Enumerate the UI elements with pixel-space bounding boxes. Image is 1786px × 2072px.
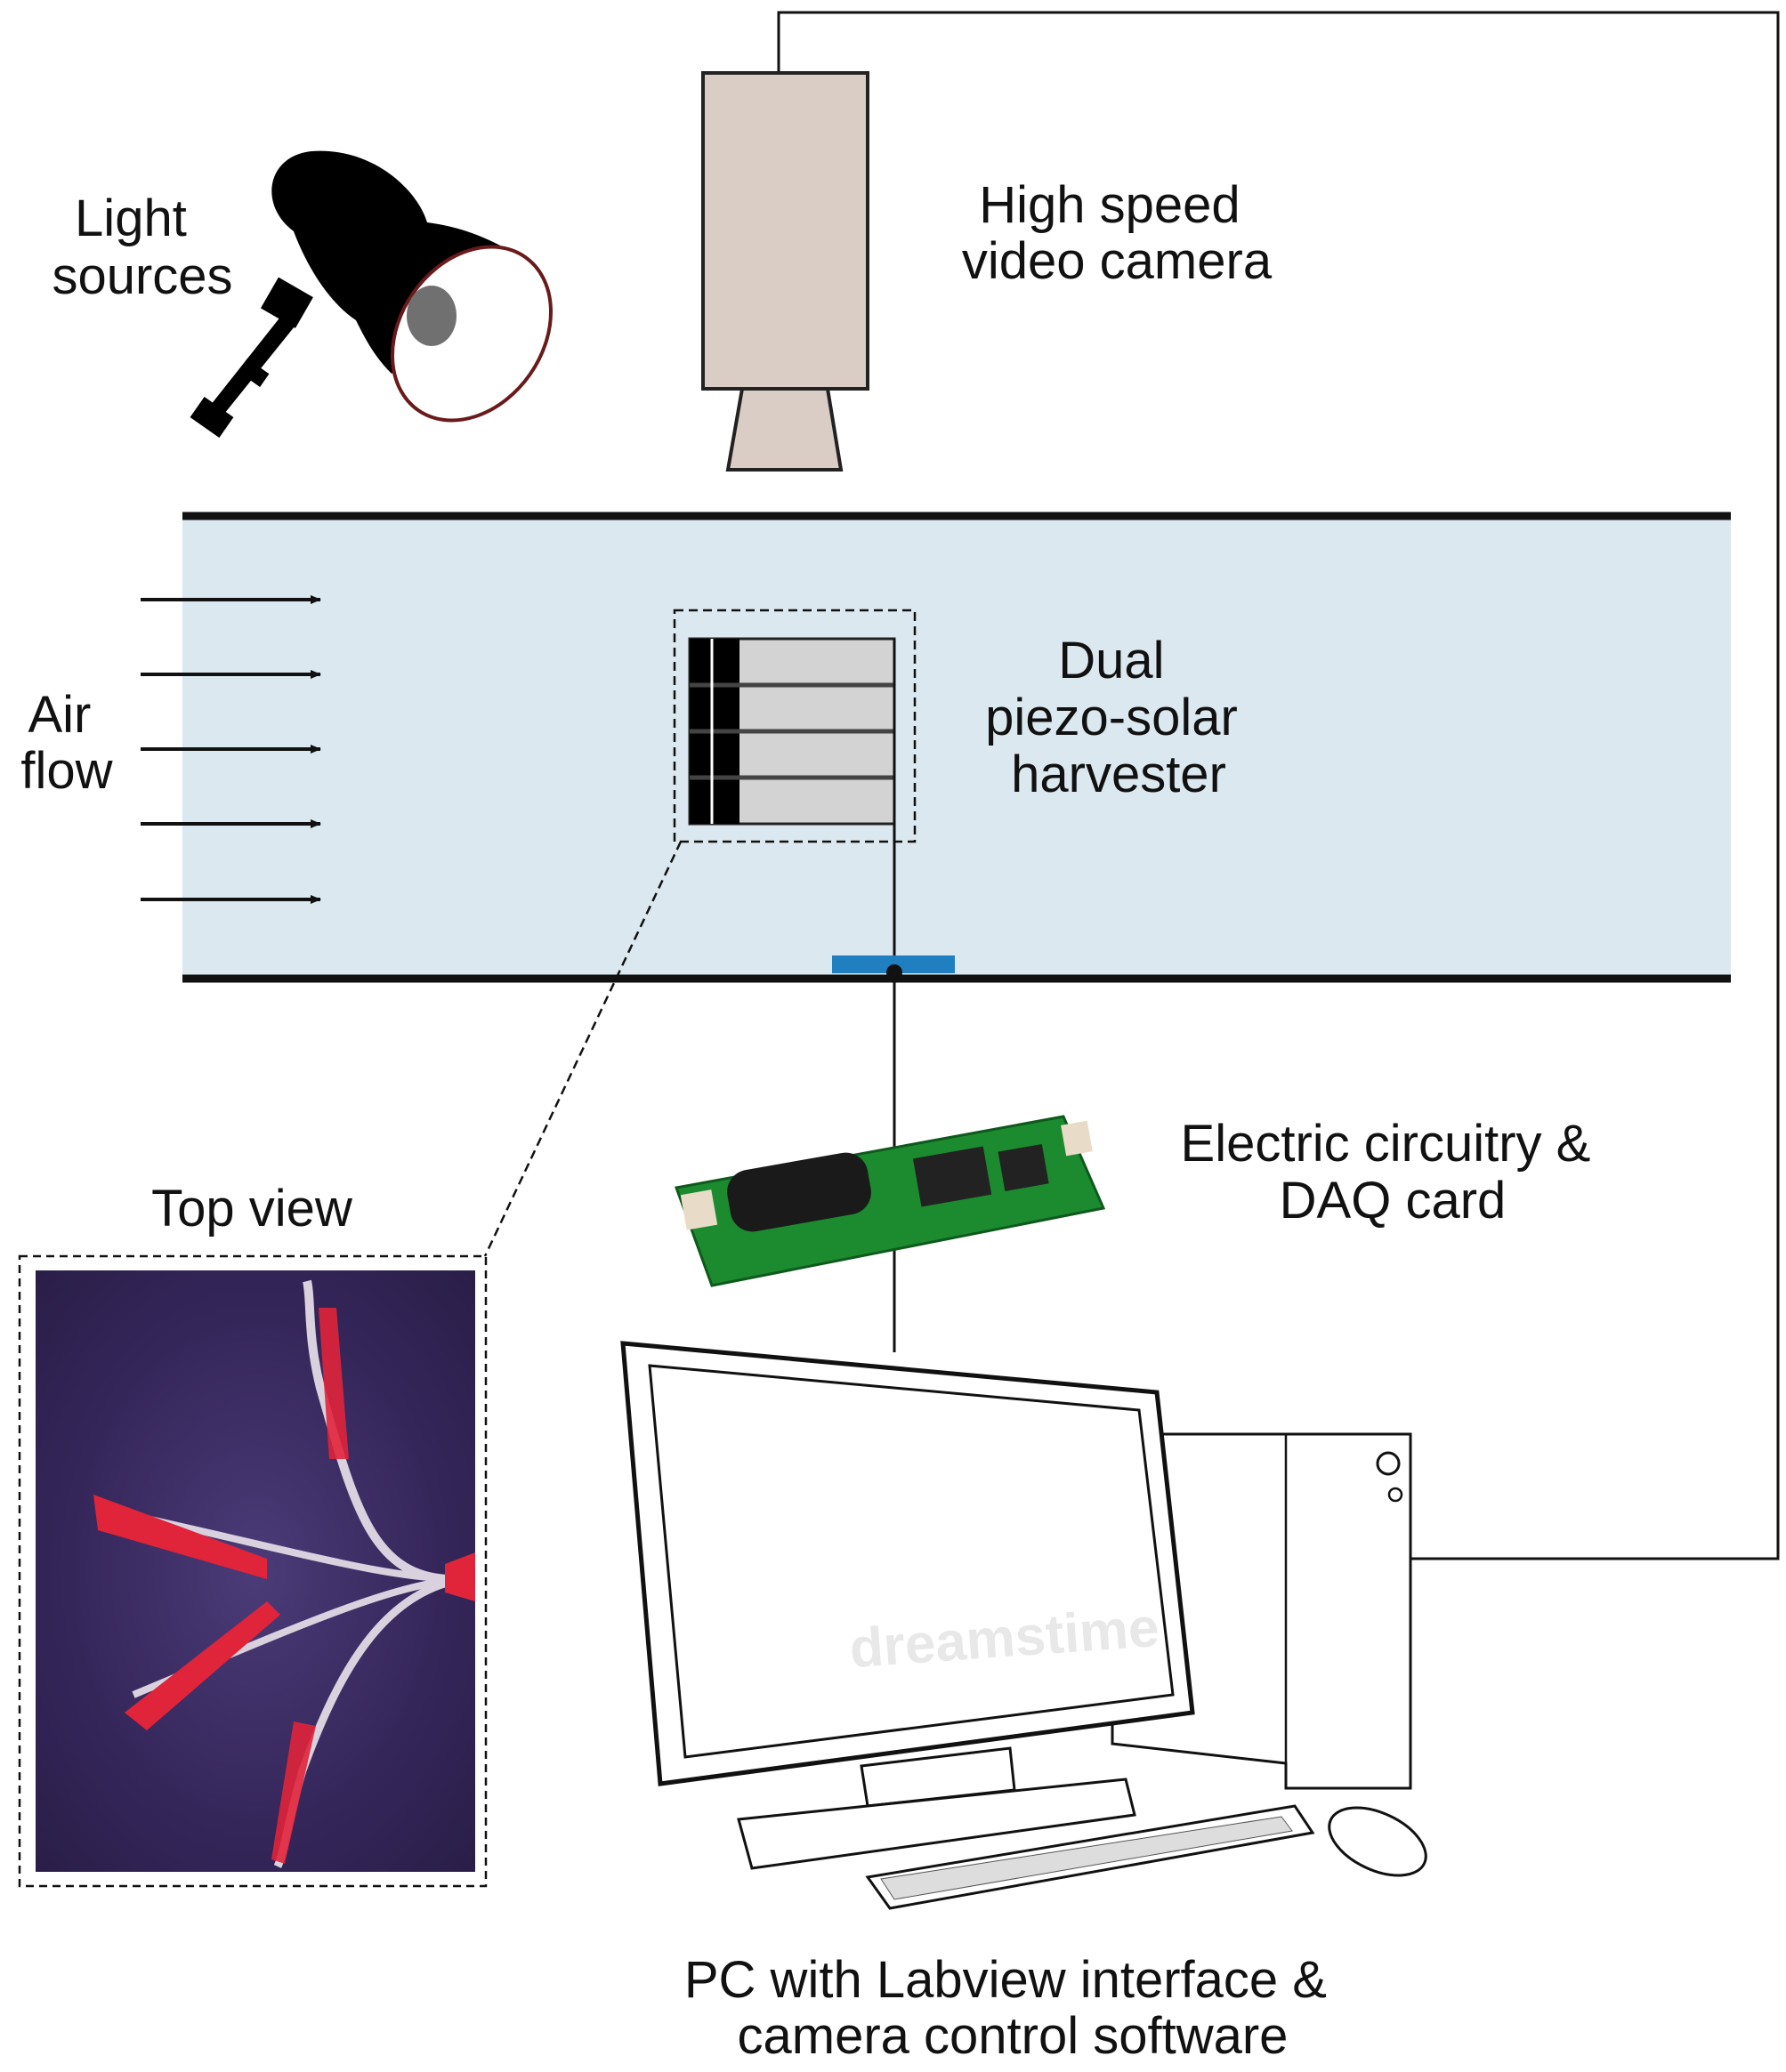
circuitry-label: Electric circuitry & DAQ card [1181,1115,1605,1229]
air-flow-label: Air flow [20,686,113,800]
circuit-board-icon [674,1115,1106,1287]
harvester [673,609,955,1352]
light-sources-label: Light sources [52,189,232,305]
zoom-leader [483,841,683,1257]
mount-bar [832,955,955,973]
camera-cable [777,11,1780,1560]
wind-tunnel [182,516,1731,979]
high-speed-camera-icon [701,71,869,472]
pc-label: PC with Labview interface & camera contr… [684,1951,1341,2065]
light-source-icon [190,150,554,438]
top-view-label: Top view [151,1180,353,1238]
harvester-label: Dual piezo-solar harvester [985,632,1252,803]
camera-label: High speed video camera [962,176,1273,290]
desktop-computer-icon: dreamstime [620,1341,1427,1910]
top-view-photo [18,1254,488,1888]
air-flow-arrows [141,595,321,904]
